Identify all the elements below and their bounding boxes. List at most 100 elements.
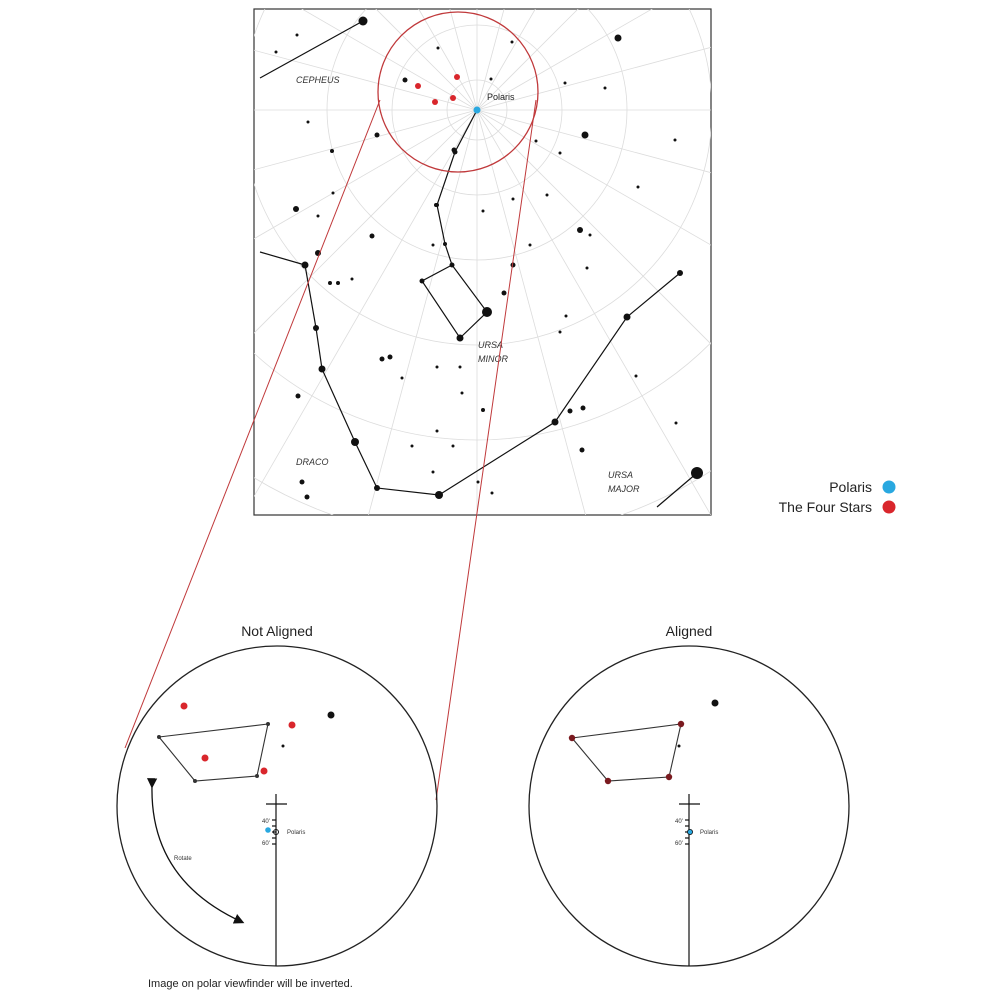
star: [482, 307, 492, 317]
four-star-aligned: [677, 720, 685, 728]
star: [623, 313, 631, 321]
hour-line: [254, 109, 478, 498]
polaris-label-aligned: Polaris: [700, 830, 718, 836]
star: [369, 233, 375, 239]
star: [374, 132, 380, 138]
viewfinder-not-aligned: Not Aligned 40' 6: [116, 623, 438, 967]
star: [431, 243, 435, 247]
hour-line: [368, 109, 478, 515]
star: [387, 354, 393, 360]
star: [313, 325, 319, 331]
star: [419, 278, 425, 284]
star: [481, 408, 485, 412]
scale-60-not-aligned: 60': [262, 841, 270, 847]
scale-40-not-aligned: 40': [262, 819, 270, 825]
viewfinder-stars-not-aligned: [157, 702, 335, 783]
star: [510, 40, 514, 44]
star: [476, 480, 480, 484]
star: [634, 374, 638, 378]
star: [374, 485, 380, 491]
star: [435, 365, 439, 369]
reticle-aligned: [679, 794, 700, 966]
star: [295, 33, 299, 37]
star: [585, 266, 589, 270]
star: [301, 261, 309, 269]
star: [410, 444, 414, 448]
star: [304, 494, 310, 500]
star: [458, 365, 462, 369]
four-star-red: [260, 767, 268, 775]
star: [588, 233, 592, 237]
star: [558, 151, 562, 155]
star: [331, 191, 335, 195]
four-stars-outline-aligned: [570, 723, 682, 782]
star: [528, 243, 532, 247]
star: [435, 491, 443, 499]
zoom-line-right: [435, 99, 537, 801]
star: [564, 314, 568, 318]
star: [490, 491, 494, 495]
zoom-circle: [377, 11, 539, 173]
bright-star: [327, 711, 335, 719]
vertex-star: [157, 735, 161, 739]
aligned-title: Aligned: [666, 623, 713, 639]
hour-line: [476, 9, 579, 111]
star-map: CEPHEUS Polaris URSA MINOR DRACO URSA MA…: [253, 8, 712, 516]
coordinate-grid: [254, 9, 711, 515]
cepheus-line: [259, 20, 364, 79]
four-star-aligned: [568, 734, 576, 742]
hour-line: [476, 109, 711, 515]
label-ursa-major-2: MAJOR: [608, 484, 640, 494]
label-draco: DRACO: [296, 457, 329, 467]
four-star-red: [432, 99, 438, 105]
star: [551, 418, 559, 426]
label-cepheus: CEPHEUS: [296, 75, 340, 85]
vertex-star: [255, 774, 259, 778]
star: [451, 444, 455, 448]
star: [614, 34, 622, 42]
star: [579, 447, 585, 453]
constellation-lines: [259, 20, 698, 508]
rotate-arrow: [146, 778, 245, 924]
star: [351, 438, 359, 446]
polaris-marker-aligned: [687, 829, 694, 836]
four-stars-outline-not-aligned: [157, 723, 269, 782]
four-star-red: [415, 83, 421, 89]
star-map-frame: [253, 8, 712, 516]
star: [299, 479, 305, 485]
label-ursa-major-1: URSA: [608, 470, 633, 480]
star: [316, 214, 320, 218]
star: [691, 467, 703, 479]
star: [452, 149, 458, 155]
four-star-aligned: [665, 773, 673, 781]
star: [318, 365, 326, 373]
faint-star: [281, 744, 285, 748]
star: [674, 421, 678, 425]
hour-line: [476, 9, 653, 111]
star: [577, 227, 583, 233]
star: [489, 77, 493, 81]
reticle-not-aligned: [266, 794, 287, 966]
viewfinder-aligned: Aligned 40' 60' Polaris: [528, 623, 850, 967]
bright-star: [711, 699, 719, 707]
star: [402, 77, 408, 83]
hour-line: [476, 109, 711, 345]
scale-40-aligned: 40': [675, 819, 683, 825]
star: [435, 203, 439, 207]
star: [350, 277, 354, 281]
star: [431, 470, 435, 474]
star: [456, 334, 464, 342]
star: [501, 290, 507, 296]
star: [580, 405, 586, 411]
star: [295, 393, 301, 399]
draco-line: [259, 251, 681, 496]
star: [677, 270, 683, 276]
hour-line: [476, 46, 711, 111]
zoom-projection-lines: [124, 99, 537, 801]
star: [567, 408, 573, 414]
hour-line: [254, 49, 478, 111]
legend: Polaris The Four Stars: [779, 479, 896, 515]
star: [636, 185, 640, 189]
hour-line: [254, 109, 478, 334]
